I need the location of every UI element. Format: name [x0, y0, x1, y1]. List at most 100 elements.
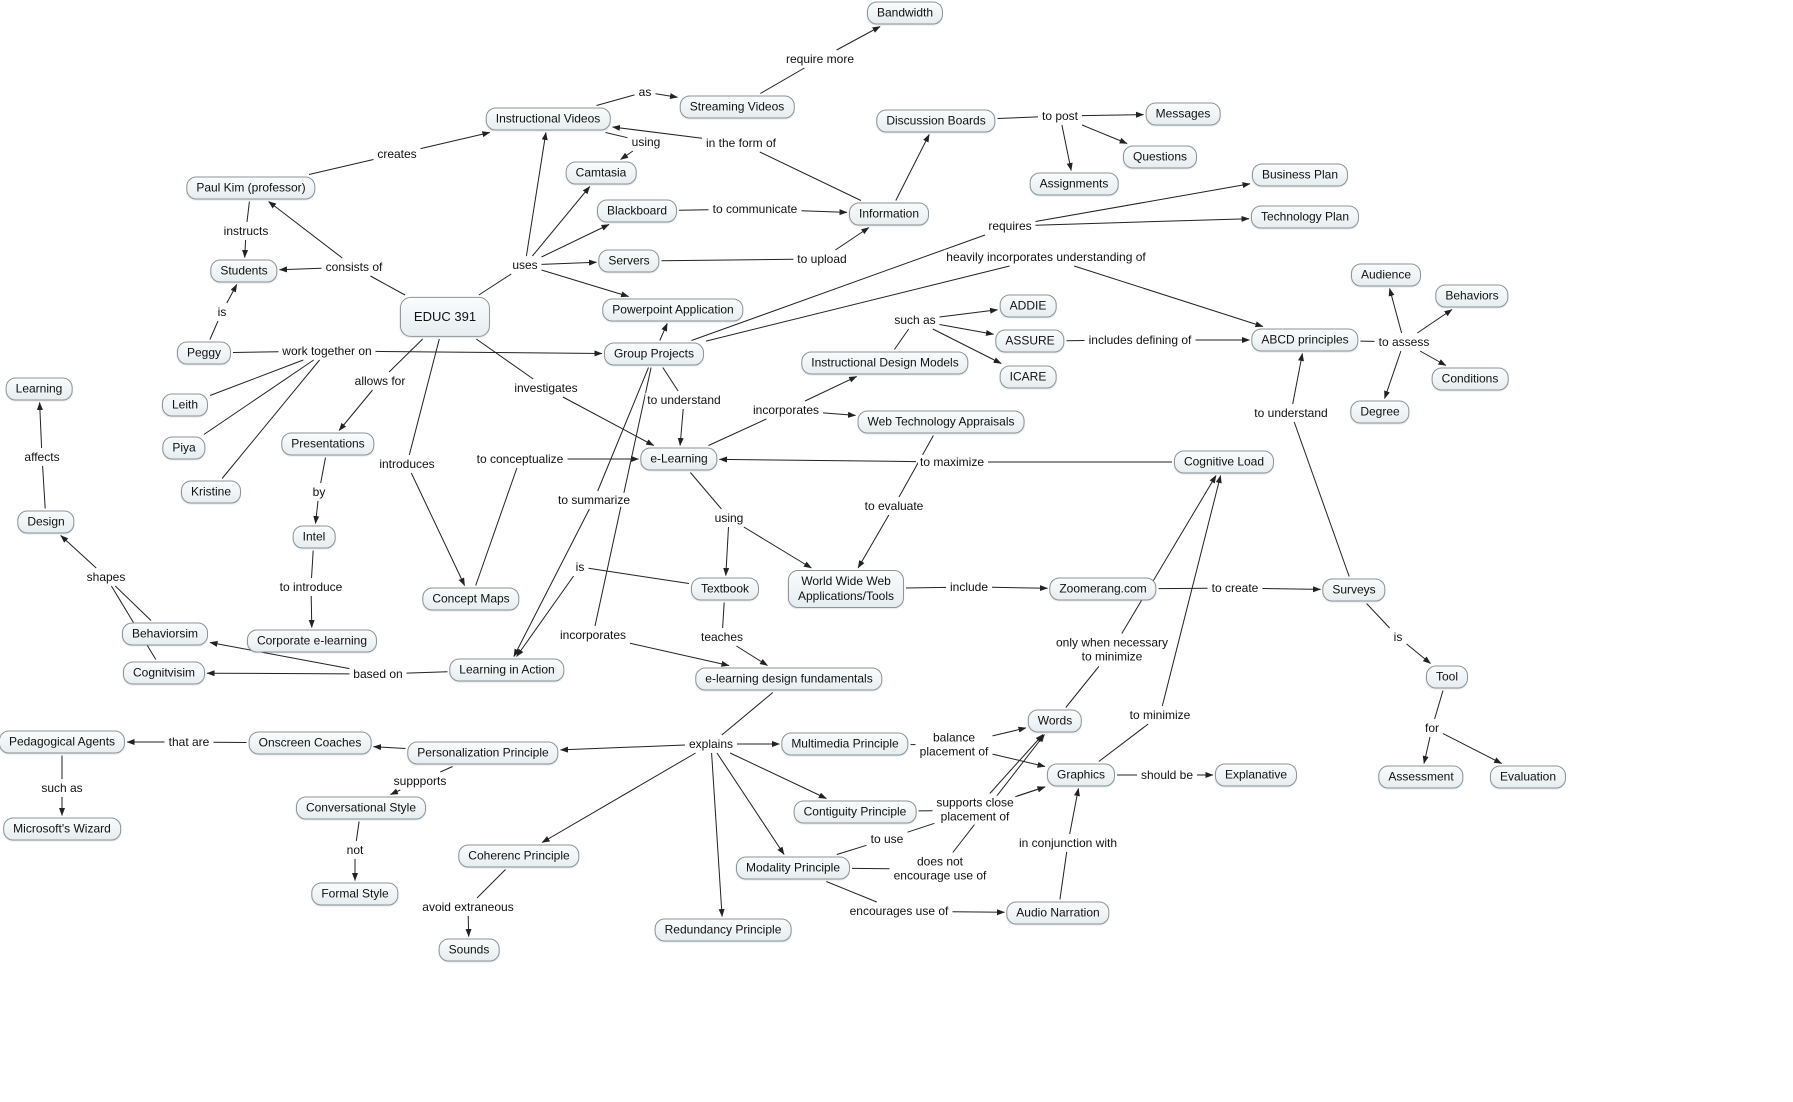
concept-node[interactable]: Multimedia Principle	[781, 732, 909, 756]
link-phrase-label[interactable]: affects	[22, 449, 62, 465]
concept-node[interactable]: Redundancy Principle	[654, 918, 792, 942]
concept-node[interactable]: Graphics	[1046, 763, 1116, 787]
concept-node[interactable]: Business Plan	[1251, 163, 1349, 187]
link-phrase-label[interactable]: to introduce	[277, 579, 345, 595]
link-phrase-label[interactable]: allows for	[352, 373, 408, 389]
concept-node[interactable]: Information	[848, 202, 930, 226]
concept-node[interactable]: Formal Style	[311, 882, 399, 906]
concept-node[interactable]: Assessment	[1378, 765, 1464, 789]
concept-node[interactable]: Conversational Style	[295, 796, 427, 820]
concept-node[interactable]: Powerpoint Application	[602, 298, 744, 322]
link-phrase-label[interactable]: such as	[39, 780, 85, 796]
link-phrase-label[interactable]: introduces	[377, 456, 437, 472]
link-phrase-label[interactable]: incorporates	[557, 627, 629, 643]
concept-node[interactable]: Contiguity Principle	[793, 800, 917, 824]
link-phrase-label[interactable]: to understand	[1252, 405, 1330, 421]
concept-node[interactable]: Conditions	[1431, 367, 1509, 391]
concept-node[interactable]: ADDIE	[999, 294, 1057, 318]
link-phrase-label[interactable]: such as	[892, 312, 938, 328]
concept-node[interactable]: Behaviors	[1435, 284, 1509, 308]
link-phrase-label[interactable]: does not encourage use of	[891, 854, 989, 884]
link-phrase-label[interactable]: creates	[375, 146, 419, 162]
concept-node[interactable]: Concept Maps	[422, 587, 520, 611]
concept-node[interactable]: Paul Kim (professor)	[186, 176, 316, 200]
concept-node[interactable]: Microsoft's Wizard	[3, 817, 121, 841]
concept-node[interactable]: Leith	[161, 393, 209, 417]
link-phrase-label[interactable]: work together on	[280, 343, 374, 359]
concept-node[interactable]: Camtasia	[565, 161, 637, 185]
concept-node[interactable]: Messages	[1145, 102, 1221, 126]
concept-node[interactable]: Onscreen Coaches	[248, 731, 372, 755]
link-phrase-label[interactable]: suppports	[391, 773, 449, 789]
concept-node[interactable]: Streaming Videos	[679, 95, 795, 119]
concept-node[interactable]: Instructional Design Models	[801, 351, 969, 375]
concept-node[interactable]: Personalization Principle	[407, 741, 559, 765]
link-phrase-label[interactable]: by	[310, 484, 328, 500]
concept-node[interactable]: Web Technology Appraisals	[857, 410, 1025, 434]
link-phrase-label[interactable]: not	[344, 842, 366, 858]
concept-node[interactable]: Blackboard	[596, 199, 678, 223]
link-phrase-label[interactable]: only when necessary to minimize	[1053, 635, 1171, 665]
link-phrase-label[interactable]: investigates	[512, 380, 580, 396]
link-phrase-label[interactable]: in the form of	[703, 135, 779, 151]
link-phrase-label[interactable]: to evaluate	[862, 498, 926, 514]
link-phrase-label[interactable]: teaches	[698, 629, 746, 645]
concept-node[interactable]: Servers	[598, 249, 660, 273]
concept-node[interactable]: Students	[210, 259, 278, 283]
link-phrase-label[interactable]: in conjunction with	[1016, 835, 1120, 851]
link-phrase-label[interactable]: is	[215, 304, 229, 320]
link-phrase-label[interactable]: includes defining of	[1086, 332, 1194, 348]
concept-node[interactable]: ABCD principles	[1251, 328, 1359, 352]
concept-node[interactable]: Learning	[5, 377, 73, 401]
concept-node[interactable]: Design	[17, 510, 75, 534]
concept-node[interactable]: World Wide Web Applications/Tools	[787, 570, 905, 608]
concept-node[interactable]: Coherenc Principle	[458, 844, 580, 868]
concept-node[interactable]: Intel	[292, 525, 336, 549]
link-phrase-label[interactable]: as	[636, 84, 654, 100]
concept-node[interactable]: Kristine	[180, 480, 242, 504]
concept-node[interactable]: Words	[1027, 709, 1083, 733]
concept-node[interactable]: Assignments	[1029, 172, 1119, 196]
concept-node[interactable]: Zoomerang.com	[1049, 577, 1157, 601]
link-phrase-label[interactable]: based on	[351, 666, 405, 682]
concept-node[interactable]: Learning in Action	[449, 658, 565, 682]
link-phrase-label[interactable]: should be	[1138, 767, 1196, 783]
link-phrase-label[interactable]: is	[1391, 629, 1405, 645]
link-phrase-label[interactable]: incorporates	[750, 402, 822, 418]
concept-node[interactable]: ASSURE	[995, 329, 1065, 353]
concept-node[interactable]: e-Learning	[640, 447, 718, 471]
link-phrase-label[interactable]: encourages use of	[847, 903, 951, 919]
link-phrase-label[interactable]: to upload	[795, 251, 849, 267]
concept-node[interactable]: e-learning design fundamentals	[695, 667, 883, 691]
concept-node[interactable]: ICARE	[999, 365, 1057, 389]
concept-node[interactable]: Sounds	[438, 938, 500, 962]
link-phrase-label[interactable]: to post	[1039, 108, 1081, 124]
concept-node[interactable]: Surveys	[1322, 578, 1386, 602]
link-phrase-label[interactable]: require more	[783, 51, 857, 67]
link-phrase-label[interactable]: include	[947, 579, 991, 595]
concept-node[interactable]: EDUC 391	[399, 296, 491, 338]
link-phrase-label[interactable]: to create	[1209, 580, 1261, 596]
link-phrase-label[interactable]: to maximize	[917, 454, 987, 470]
link-phrase-label[interactable]: heavily incorporates understanding of	[944, 249, 1148, 265]
concept-node[interactable]: Instructional Videos	[485, 107, 611, 131]
concept-node[interactable]: Audience	[1350, 263, 1422, 287]
link-phrase-label[interactable]: instructs	[221, 223, 271, 239]
link-phrase-label[interactable]: that are	[166, 734, 212, 750]
link-phrase-label[interactable]: avoid extraneous	[420, 899, 516, 915]
concept-node[interactable]: Tool	[1425, 665, 1469, 689]
concept-node[interactable]: Discussion Boards	[876, 109, 996, 133]
concept-node[interactable]: Cognitive Load	[1173, 450, 1275, 474]
link-phrase-label[interactable]: using	[712, 510, 746, 526]
link-phrase-label[interactable]: to summarize	[555, 492, 633, 508]
link-phrase-label[interactable]: to conceptualize	[474, 451, 566, 467]
link-phrase-label[interactable]: is	[573, 559, 587, 575]
concept-node[interactable]: Degree	[1350, 400, 1410, 424]
link-phrase-label[interactable]: to communicate	[710, 201, 800, 217]
concept-node[interactable]: Behaviorsim	[121, 622, 209, 646]
link-phrase-label[interactable]: supports close placement of	[934, 795, 1016, 825]
link-phrase-label[interactable]: shapes	[84, 569, 128, 585]
concept-node[interactable]: Piya	[162, 436, 206, 460]
concept-node[interactable]: Peggy	[176, 341, 232, 365]
link-phrase-label[interactable]: requires	[986, 218, 1034, 234]
